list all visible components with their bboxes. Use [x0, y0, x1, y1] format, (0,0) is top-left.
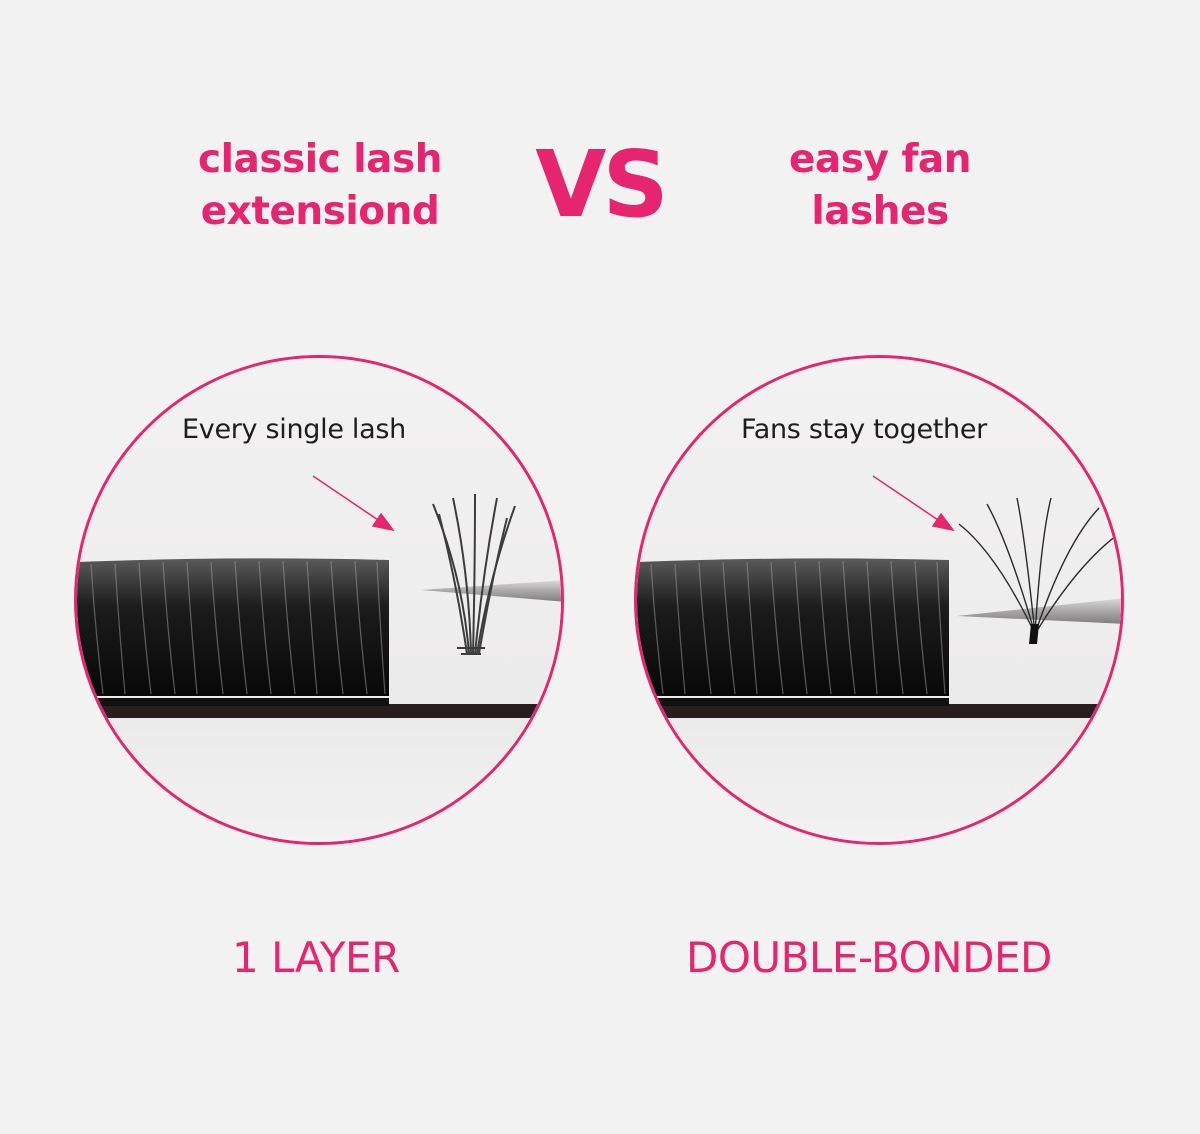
one-layer-label: 1 LAYER: [232, 933, 400, 982]
single-lash-cluster: [432, 493, 516, 655]
tweezer-right: [957, 598, 1121, 624]
easy-fan-lash-strip: [637, 558, 949, 696]
fan-lash-cluster: [958, 497, 1121, 635]
classic-lash-strip: [77, 558, 389, 696]
double-bonded-label: DOUBLE-BONDED: [686, 933, 1052, 982]
classic-lash-title: classic lash extensiond: [170, 134, 470, 238]
every-single-lash-callout: Every single lash: [182, 414, 406, 445]
easy-fan-title: easy fan lashes: [740, 134, 1020, 238]
easy-fan-title-line2: lashes: [811, 189, 949, 234]
classic-lash-photo-circle: Every single lash: [74, 355, 564, 845]
easy-fan-title-line1: easy fan: [788, 137, 972, 182]
easy-fan-base-bar: [637, 704, 1121, 718]
fans-stay-together-callout: Fans stay together: [741, 414, 987, 445]
arrow-icon: [312, 475, 395, 532]
classic-lash-title-line1: classic lash: [198, 137, 442, 182]
classic-lash-illustration: [77, 358, 561, 842]
fan-lash-base: [1029, 624, 1039, 644]
easy-fan-illustration: [637, 358, 1121, 842]
classic-lash-title-line2: extensiond: [200, 189, 440, 234]
classic-lash-base-bar: [77, 704, 561, 718]
vs-heading: VS: [535, 131, 668, 238]
easy-fan-photo-circle: Fans stay together: [634, 355, 1124, 845]
arrow-icon: [872, 475, 955, 532]
